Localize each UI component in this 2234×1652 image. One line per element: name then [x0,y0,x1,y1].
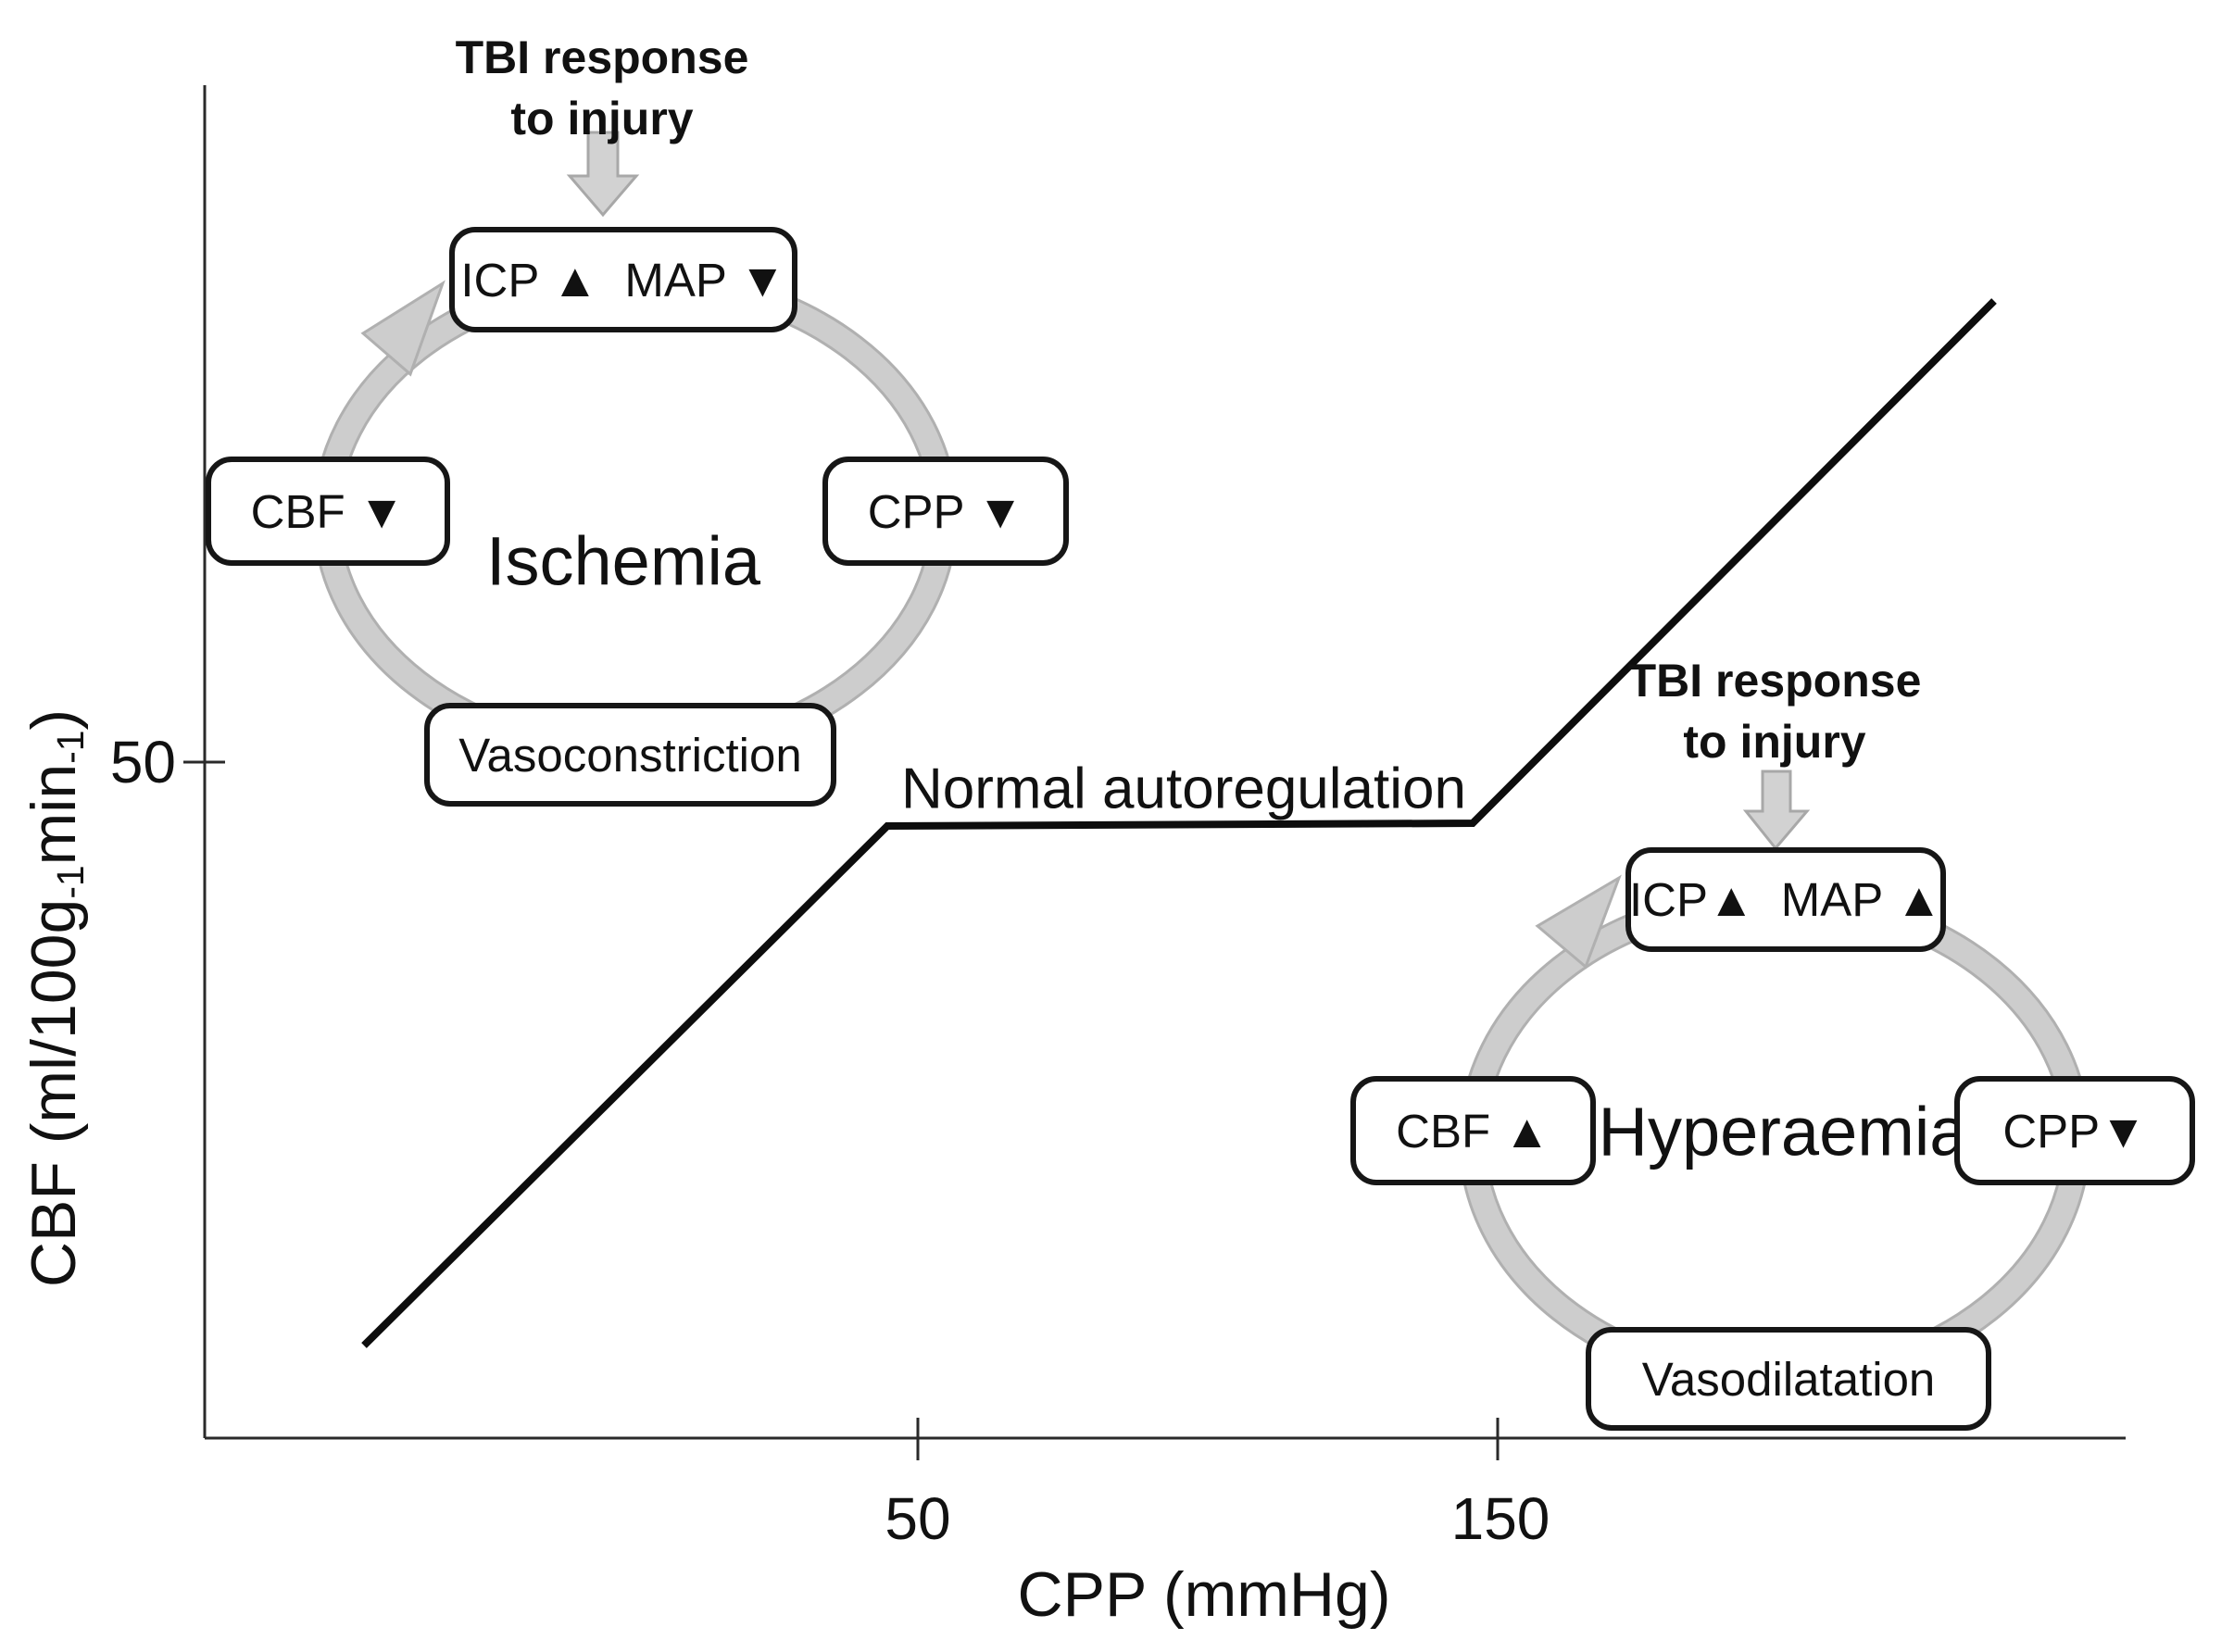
tbi-response-text-left: TBI response to injury [456,27,749,149]
x-axis-title: CPP (mmHg) [1017,1559,1391,1630]
tbi-down-arrow-right-icon [1742,770,1811,851]
normal-autoregulation-label: Normal autoregulation [900,757,1467,821]
tbi-down-arrow-left-icon [566,131,640,218]
x-tick-150-label: 150 [1450,1485,1550,1552]
y-tick-50-label: 50 [109,729,176,795]
icp-map-box-hyperaemia: ICP▲ MAP ▲ [1625,847,1946,952]
tbi-response-line1-right: TBI response [1627,655,1922,707]
icp-map-box-ischemia: ICP ▲ MAP ▼ [449,227,797,332]
ischemia-ring-arrowhead-icon [360,280,446,377]
cbf-box-ischemia: CBF ▼ [206,457,450,566]
ischemia-label: Ischemia [485,522,761,600]
autoregulation-curve [361,298,1997,1348]
tbi-response-text-right: TBI response to injury [1628,650,1922,772]
y-axis-title-sub1: -1 [48,865,92,899]
hyperaemia-ring-arrowhead-icon [1535,874,1622,970]
tbi-response-line2-right: to injury [1683,716,1866,768]
cbf-box-hyperaemia: CBF ▲ [1350,1076,1596,1185]
vasodilatation-box: Vasodilatation [1586,1327,1991,1431]
tbi-response-line1-left: TBI response [455,31,749,83]
cpp-box-hyperaemia: CPP▼ [1954,1076,2195,1185]
vasoconstriction-box: Vasoconstriction [424,703,836,807]
x-tick-50-label: 50 [885,1485,951,1552]
tbi-response-line2-left: to injury [510,93,694,144]
hyperaemia-label: Hyperaemia [1598,1093,1968,1170]
cpp-box-ischemia: CPP ▼ [822,457,1069,566]
y-axis-title-prefix: CBF (ml/100g [19,898,89,1288]
